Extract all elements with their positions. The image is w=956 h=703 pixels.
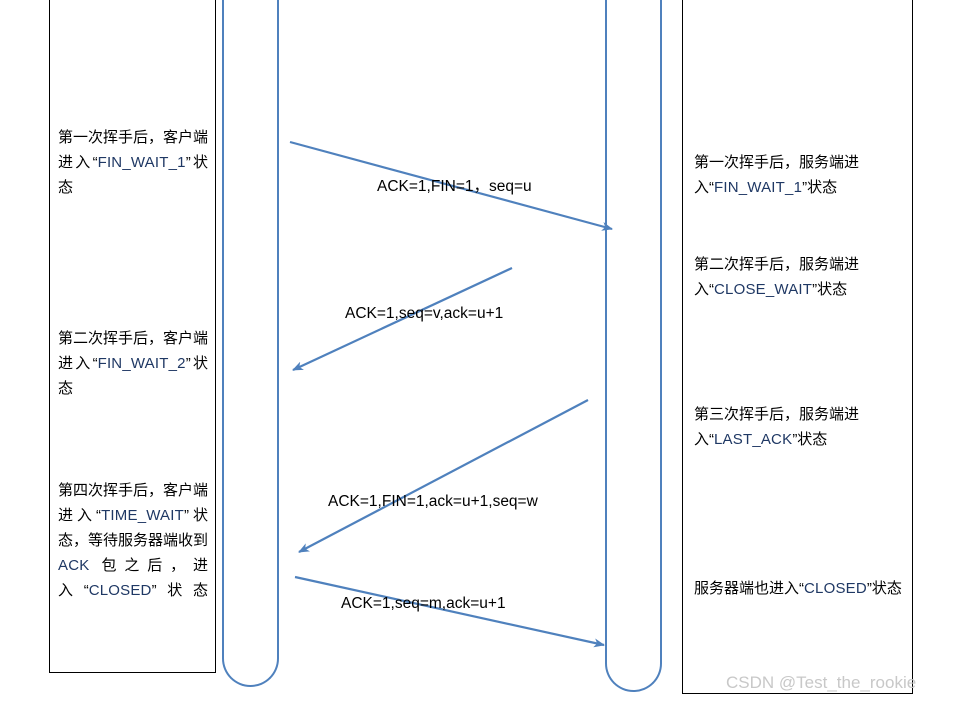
client-note-3: 第四次挥手后，客户端进入“TIME_WAIT”状态，等待服务器端收到 ACK 包… xyxy=(58,482,209,599)
server-note-box xyxy=(682,0,913,694)
tcp-state-token: CLOSE_WAIT xyxy=(714,281,813,298)
tcp-state-token: FIN_WAIT_1 xyxy=(97,154,186,171)
tcp-state-token: LAST_ACK xyxy=(714,431,793,448)
tcp-state-token: CLOSED xyxy=(88,582,152,599)
message-arrow-4 xyxy=(294,575,605,648)
message-label-1: ACK=1,FIN=1，seq=u xyxy=(377,178,532,195)
message-arrow-2 xyxy=(292,267,513,371)
tcp-state-token: TIME_WAIT xyxy=(101,507,184,524)
csdn-watermark: CSDN @Test_the_rookie xyxy=(726,673,917,692)
client-note-box xyxy=(49,0,216,673)
client-note-1: 第一次挥手后，客户端进入“FIN_WAIT_1”状态 xyxy=(58,129,209,196)
message-label-4: ACK=1,seq=m,ack=u+1 xyxy=(341,595,506,612)
message-label-3: ACK=1,FIN=1,ack=u+1,seq=w xyxy=(328,493,538,510)
message-label-2: ACK=1,seq=v,ack=u+1 xyxy=(345,305,504,322)
server-note-1: 第一次挥手后，服务端进入“FIN_WAIT_1”状态 xyxy=(694,154,860,196)
client-lifeline xyxy=(222,0,279,687)
tcp-state-token: FIN_WAIT_1 xyxy=(714,179,803,196)
server-note-4: 服务器端也进入“CLOSED”状态 xyxy=(694,580,902,597)
message-arrow-1 xyxy=(289,140,613,231)
tcp-state-token: CLOSED xyxy=(804,580,867,597)
client-note-2: 第二次挥手后，客户端进入“FIN_WAIT_2”状态 xyxy=(58,330,209,397)
server-lifeline xyxy=(605,0,662,692)
server-note-3: 第三次挥手后，服务端进入“LAST_ACK”状态 xyxy=(694,406,860,448)
tcp-state-token: FIN_WAIT_2 xyxy=(97,355,186,372)
tcp-state-token: ACK xyxy=(58,557,90,574)
server-note-2: 第二次挥手后，服务端进入“CLOSE_WAIT”状态 xyxy=(694,256,860,298)
message-arrow-3 xyxy=(298,399,589,553)
